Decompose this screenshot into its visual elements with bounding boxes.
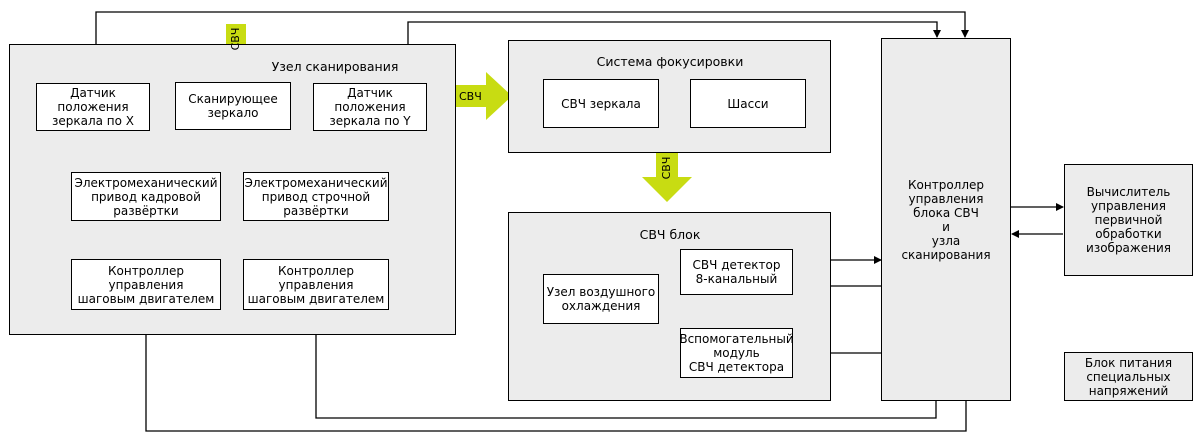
aux-module-block: Вспомогательный модуль СВЧ детектора xyxy=(679,328,794,378)
signal-label-top: СВЧ xyxy=(229,27,242,51)
signal-label-down: СВЧ xyxy=(660,156,673,180)
signal-arrow-right xyxy=(455,72,512,120)
sensor-x-label: Датчик положения зеркала по X xyxy=(51,86,135,128)
scan-mirror-label: Сканирующее зеркало xyxy=(188,92,278,120)
mw-mirrors-label: СВЧ зеркала xyxy=(561,96,641,111)
sensor-x-block: Датчик положения зеркала по X xyxy=(36,83,150,131)
image-processor-label: Вычислитель управления первичной обработ… xyxy=(1086,185,1171,255)
power-supply-label: Блок питания специальных напряжений xyxy=(1084,355,1173,398)
stepper-controller-2-label: Контроллер управления шаговым двигателем xyxy=(247,263,385,306)
wire-controller-to-stepper2 xyxy=(312,310,937,419)
wire-controller-to-stepper1 xyxy=(142,310,967,432)
drive-frame-label: Электромеханический привод кадровой разв… xyxy=(74,175,218,218)
stepper-controller-1-block: Контроллер управления шаговым двигателем xyxy=(71,259,221,310)
power-supply-block: Блок питания специальных напряжений xyxy=(1064,352,1193,401)
sensor-y-label: Датчик положения зеркала по Y xyxy=(329,86,411,128)
scan-mirror-block: Сканирующее зеркало xyxy=(175,82,291,130)
signal-arrow-down xyxy=(642,153,692,202)
main-controller-label: Контроллер управления блока СВЧ и узла с… xyxy=(901,177,991,262)
mw-mirrors-block: СВЧ зеркала xyxy=(543,79,659,128)
aux-module-label: Вспомогательный модуль СВЧ детектора xyxy=(679,332,794,374)
mw-detector-block: СВЧ детектор 8-канальный xyxy=(680,249,793,295)
mw-detector-label: СВЧ детектор 8-канальный xyxy=(692,258,781,286)
focus-system-title: Система фокусировки xyxy=(596,54,744,69)
scan-unit-title: Узел сканирования xyxy=(271,59,399,74)
chassis-block: Шасси xyxy=(690,79,806,128)
drive-line-label: Электромеханический привод строчной разв… xyxy=(244,175,388,218)
stepper-controller-2-block: Контроллер управления шаговым двигателем xyxy=(243,259,389,310)
image-processor-block: Вычислитель управления первичной обработ… xyxy=(1064,164,1193,276)
chassis-label: Шасси xyxy=(727,96,769,111)
signal-label-right: СВЧ xyxy=(459,90,482,103)
drive-frame-block: Электромеханический привод кадровой разв… xyxy=(71,172,221,221)
air-cooling-block: Узел воздушного охлаждения xyxy=(543,274,659,324)
mw-block-title: СВЧ блок xyxy=(639,227,701,242)
stepper-controller-1-label: Контроллер управления шаговым двигателем xyxy=(77,263,215,306)
air-cooling-label: Узел воздушного охлаждения xyxy=(546,285,656,313)
drive-line-block: Электромеханический привод строчной разв… xyxy=(243,172,389,221)
main-controller-block: Контроллер управления блока СВЧ и узла с… xyxy=(881,38,1011,401)
sensor-y-block: Датчик положения зеркала по Y xyxy=(313,83,427,131)
